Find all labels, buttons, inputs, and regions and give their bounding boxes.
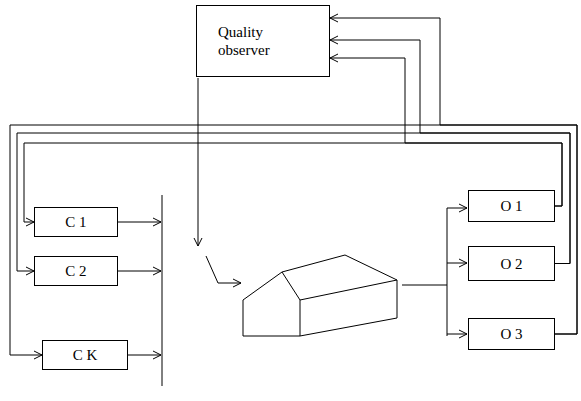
- controller-box: C K: [42, 340, 128, 370]
- controller-output: [128, 355, 161, 356]
- controller-box: C 2: [34, 256, 118, 286]
- feedback-line: [330, 18, 577, 334]
- controller-output: [118, 271, 161, 272]
- output-box: O 3: [468, 318, 555, 350]
- box-label: O 2: [500, 255, 522, 273]
- controller-output: [118, 222, 161, 223]
- observer-box: Quality observer: [196, 5, 330, 77]
- box-label: C K: [73, 346, 98, 364]
- output-bus: [447, 208, 448, 336]
- switch-symbol: [206, 256, 241, 283]
- box-label: C 1: [65, 213, 86, 231]
- output-branch: [447, 263, 467, 264]
- merge-bar: [162, 195, 163, 386]
- feedback-line: [330, 40, 570, 264]
- feedback-line: [10, 125, 577, 355]
- controller-box: C 1: [34, 207, 118, 237]
- house-drawing: [243, 255, 397, 336]
- box-label: Quality observer: [218, 23, 308, 59]
- box-label: O 1: [500, 197, 522, 215]
- output-box: O 1: [468, 190, 555, 222]
- box-label: C 2: [65, 262, 86, 280]
- output-branch: [447, 334, 467, 335]
- box-label: O 3: [500, 325, 522, 343]
- output-box: O 2: [468, 246, 555, 281]
- selector-signal: [198, 78, 199, 246]
- output-branch: [447, 208, 467, 209]
- plant-output: [402, 285, 447, 286]
- feedback-line: [330, 58, 562, 206]
